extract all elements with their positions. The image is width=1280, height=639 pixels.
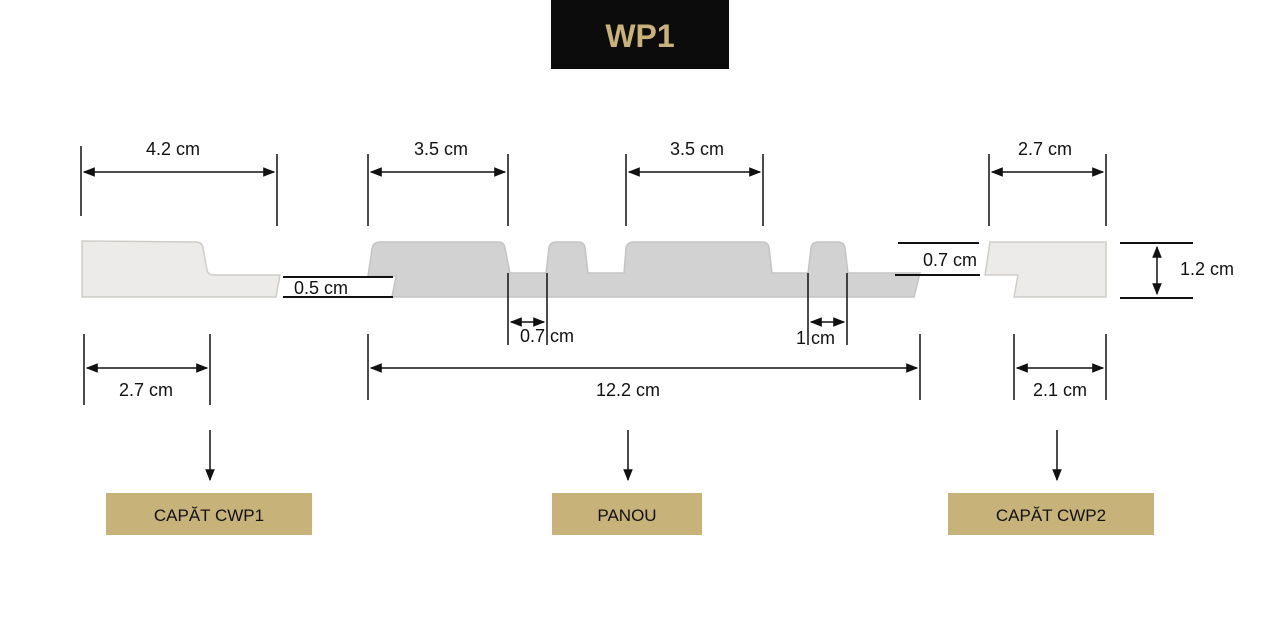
dim-cwp1-width: 4.2 cm <box>146 139 200 159</box>
cwp1-end-piece <box>81 240 281 298</box>
dim-groove-2-num: 1 <box>796 328 806 348</box>
dim-groove-height: 0.7 cm <box>923 250 977 270</box>
dim-groove-1-num: 0.7 <box>520 326 545 346</box>
label-cwp1-text: CAPĂT CWP1 <box>154 506 264 525</box>
dim-cwp1-bottom: 2.7 cm <box>119 380 173 400</box>
dim-groove-1-unit: cm <box>550 326 574 346</box>
title-text: WP1 <box>605 18 674 54</box>
title-badge: WP1 <box>551 0 729 69</box>
label-cwp2: CAPĂT CWP2 <box>948 493 1154 535</box>
label-panel: PANOU <box>552 493 702 535</box>
label-cwp2-text: CAPĂT CWP2 <box>996 506 1106 525</box>
dim-panel-ridge-1: 3.5 cm <box>414 139 468 159</box>
panel-piece <box>367 241 921 298</box>
dimension-lines <box>80 146 1193 482</box>
cwp2-end-piece <box>984 241 1107 298</box>
dim-cwp2-width: 2.7 cm <box>1018 139 1072 159</box>
dim-tongue-height: 0.5 cm <box>294 278 348 298</box>
dim-groove-2-unit: cm <box>811 328 835 348</box>
label-panel-text: PANOU <box>597 506 656 525</box>
dim-panel-ridge-2: 3.5 cm <box>670 139 724 159</box>
label-cwp1: CAPĂT CWP1 <box>106 493 312 535</box>
dim-panel-total: 12.2 cm <box>596 380 660 400</box>
dim-total-height: 1.2 cm <box>1180 259 1234 279</box>
dim-cwp2-bottom: 2.1 cm <box>1033 380 1087 400</box>
